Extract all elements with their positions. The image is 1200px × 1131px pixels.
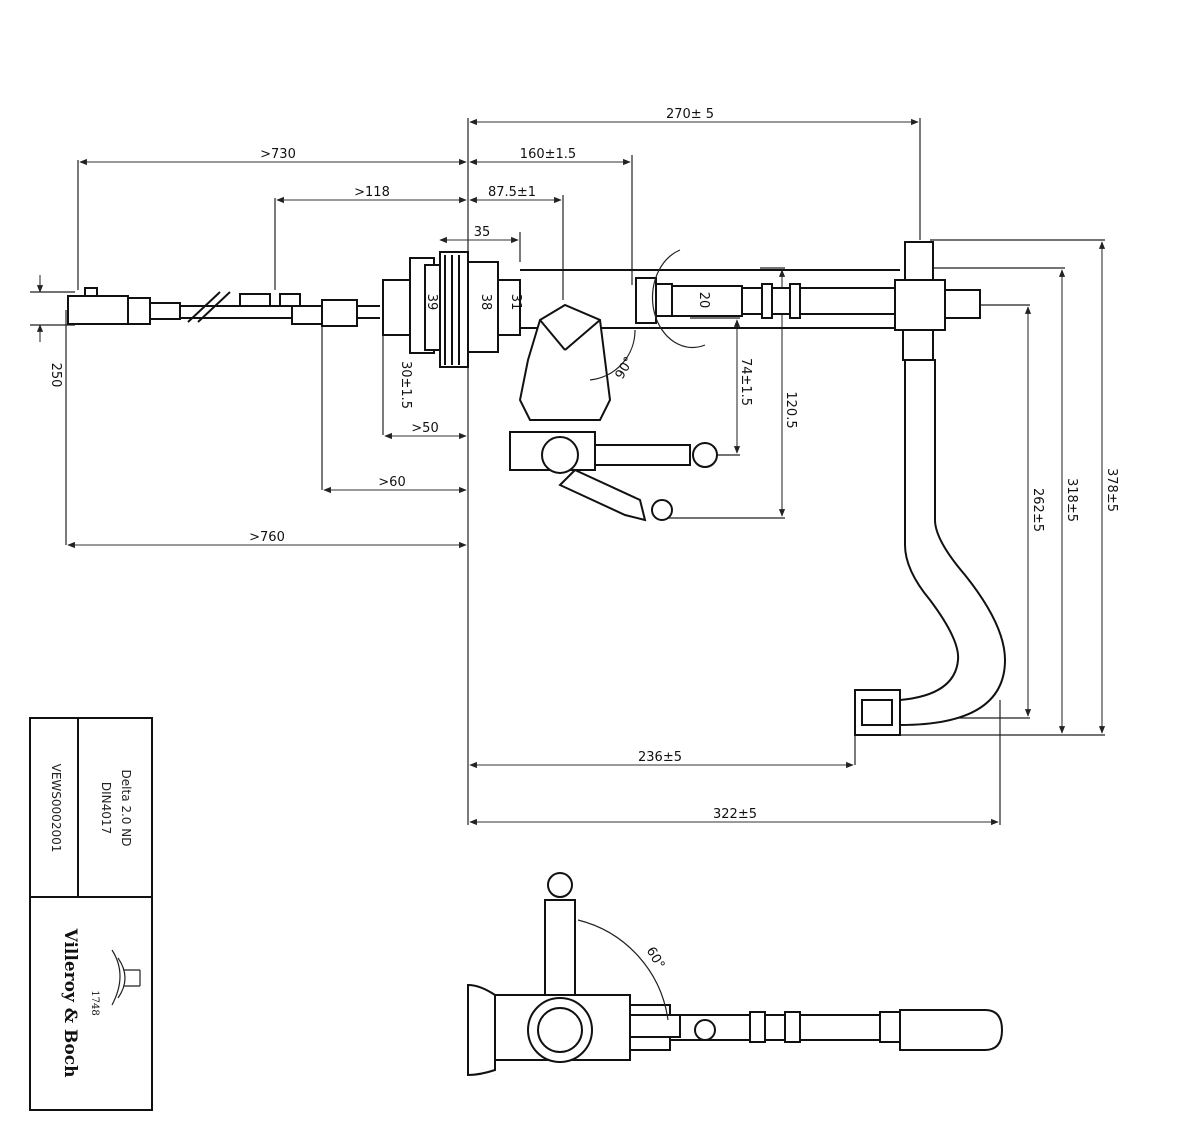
dim-min-730: >730 [260, 147, 296, 162]
logo-name: Villeroy & Boch [60, 928, 80, 1078]
product-name: Delta 2.0 ND [119, 770, 133, 847]
dim-offset-87: 87.5±1 [488, 185, 536, 200]
dim-height-318: 318±5 [1064, 478, 1079, 522]
dim-overall-width: 270± 5 [666, 107, 714, 122]
dim-spout-322: 322±5 [713, 807, 757, 822]
side-view [30, 118, 1106, 826]
dim-dia-39: 39 [424, 294, 439, 311]
dim-dia-20: 20 [696, 292, 711, 309]
dim-height-378: 378±5 [1104, 468, 1119, 512]
dim-min-760: >760 [249, 530, 285, 545]
dim-height-250: 250 [48, 363, 63, 388]
title-block: VEWS0002001 Delta 2.0 ND DIN4017 Villero… [29, 717, 153, 1111]
dim-min-60: >60 [378, 475, 405, 490]
dim-min-50: >50 [411, 421, 438, 436]
dim-120: 120.5 [783, 391, 798, 428]
dim-spout-236: 236±5 [638, 750, 682, 765]
dim-74: 74±1.5 [738, 358, 753, 406]
dim-dia-38: 38 [478, 294, 493, 311]
dim-30: 30±1.5 [398, 361, 413, 409]
dim-angle-60: 60° [643, 945, 668, 972]
dim-angle-90: 90° [613, 355, 638, 382]
dim-35: 35 [474, 225, 491, 240]
dim-dia-31: 31 [508, 294, 523, 311]
dimension-labels: 270± 5 160±1.5 >730 87.5±1 >118 35 >50 >… [48, 107, 1119, 972]
dim-min-118: >118 [354, 185, 390, 200]
company-logo: Villeroy & Boch 1748 [60, 928, 141, 1078]
logo-year: 1748 [89, 990, 100, 1015]
doc-number: VEWS0002001 [49, 764, 63, 853]
dim-height-262: 262±5 [1030, 488, 1045, 532]
top-view [467, 872, 1004, 1077]
revision: DIN4017 [99, 782, 113, 834]
dim-reach-160: 160±1.5 [520, 147, 576, 162]
